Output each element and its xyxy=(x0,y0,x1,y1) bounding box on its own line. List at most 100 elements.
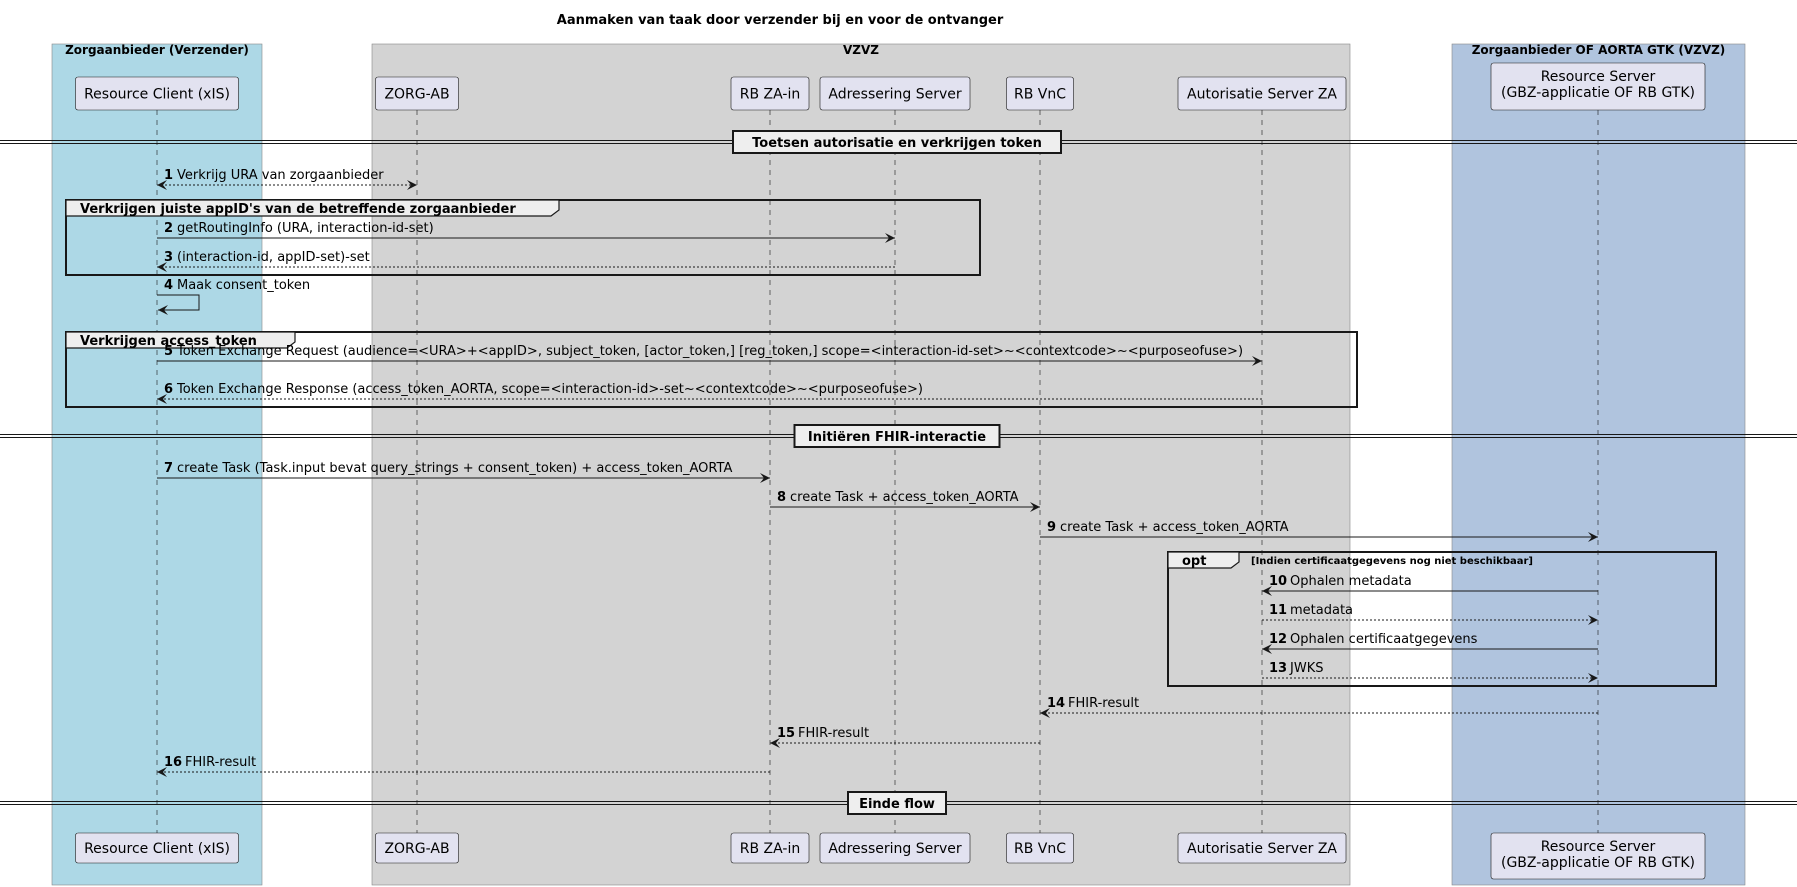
group-label: Verkrijgen juiste appID's van de betreff… xyxy=(80,202,516,217)
message-label: FHIR-result xyxy=(798,726,869,741)
diagram-title: Aanmaken van taak door verzender bij en … xyxy=(557,13,1004,28)
participant-box xyxy=(1177,76,1347,111)
message-number: 13 xyxy=(1269,661,1287,676)
message-label: Ophalen certificaatgegevens xyxy=(1290,632,1478,647)
message-number: 15 xyxy=(777,726,795,741)
group-guard: [Indien certificaatgegevens nog niet bes… xyxy=(1251,556,1533,567)
group-frame xyxy=(1167,551,1717,687)
participant-box xyxy=(1177,832,1347,864)
participant-label: Adressering Server xyxy=(828,841,961,857)
participant-rbza-top: RB ZA-in xyxy=(730,76,810,111)
message-number: 3 xyxy=(164,250,173,265)
participant-rbvnc-top: RB VnC xyxy=(1006,76,1074,111)
box-label-vzvz: VZVZ xyxy=(843,43,879,57)
message-number: 6 xyxy=(164,382,173,397)
participant-auth-bottom: Autorisatie Server ZA xyxy=(1177,832,1347,864)
box-label-receiver: Zorgaanbieder OF AORTA GTK (VZVZ) xyxy=(1472,43,1726,57)
participant-rbza-bottom: RB ZA-in xyxy=(730,832,810,864)
participant-label: RB ZA-in xyxy=(740,87,800,103)
message-number: 11 xyxy=(1269,603,1287,618)
message-label: FHIR-result xyxy=(1068,696,1139,711)
participant-box xyxy=(1490,832,1706,880)
participant-rs-top: Resource Server(GBZ-applicatie OF RB GTK… xyxy=(1490,62,1706,111)
message-number: 14 xyxy=(1047,696,1065,711)
message-label: getRoutingInfo (URA, interaction-id-set) xyxy=(177,221,434,236)
message-label: FHIR-result xyxy=(185,755,256,770)
participant-label: ZORG-AB xyxy=(384,841,449,857)
group-tab xyxy=(65,331,296,349)
divider-d1: Toetsen autorisatie en verkrijgen token xyxy=(0,130,1797,154)
participant-label: RB VnC xyxy=(1014,87,1066,103)
participant-box xyxy=(1006,76,1074,111)
group-label: Verkrijgen access_token xyxy=(80,334,257,349)
message-number: 9 xyxy=(1047,520,1056,535)
participant-label: Adressering Server xyxy=(828,87,961,103)
participant-label: ZORG-AB xyxy=(384,87,449,103)
box-label-sender: Zorgaanbieder (Verzender) xyxy=(65,43,249,57)
participant-box xyxy=(375,76,459,111)
message-number: 10 xyxy=(1269,574,1287,589)
message-3: 3 (interaction-id, appID-set)-set xyxy=(157,250,895,272)
participant-rc-bottom: Resource Client (xIS) xyxy=(75,832,239,864)
message-label: metadata xyxy=(1290,603,1353,618)
message-label: Token Exchange Request (audience=<URA>+<… xyxy=(176,344,1243,359)
participant-box xyxy=(75,832,239,864)
group-g2: Verkrijgen access_token xyxy=(65,331,1358,408)
divider-label: Initiëren FHIR-interactie xyxy=(808,430,986,445)
participant-label: Autorisatie Server ZA xyxy=(1187,87,1337,103)
participant-label: Resource Server xyxy=(1541,69,1656,85)
message-label: (interaction-id, appID-set)-set xyxy=(177,250,370,265)
divider-d3: Einde flow xyxy=(0,791,1797,815)
message-number: 4 xyxy=(164,278,173,293)
participant-label: (GBZ-applicatie OF RB GTK) xyxy=(1501,85,1695,101)
message-number: 16 xyxy=(164,755,182,770)
message-arrow xyxy=(157,294,200,315)
participant-label: Resource Server xyxy=(1541,839,1656,855)
message-8: 8 create Task + access_token_AORTA xyxy=(770,490,1040,512)
message-label: JWKS xyxy=(1289,661,1323,676)
participant-box xyxy=(819,76,971,111)
divider-label: Einde flow xyxy=(859,797,935,812)
group-frame xyxy=(65,331,1358,408)
divider-d2: Initiëren FHIR-interactie xyxy=(0,424,1797,448)
divider-box xyxy=(847,791,947,815)
message-label: Ophalen metadata xyxy=(1290,574,1412,589)
message-number: 8 xyxy=(777,490,786,505)
box-receiver xyxy=(1451,43,1746,886)
participant-box xyxy=(75,76,239,111)
participant-auth-top: Autorisatie Server ZA xyxy=(1177,76,1347,111)
message-2: 2 getRoutingInfo (URA, interaction-id-set… xyxy=(157,221,895,243)
message-label: create Task + access_token_AORTA xyxy=(790,490,1019,505)
participant-label: Autorisatie Server ZA xyxy=(1187,841,1337,857)
participant-box xyxy=(1490,62,1706,111)
participant-box xyxy=(1006,832,1074,864)
participant-box xyxy=(375,832,459,864)
message-label: Token Exchange Response (access_token_AO… xyxy=(176,382,923,397)
box-vzvz xyxy=(371,43,1351,886)
group-tab xyxy=(65,199,560,217)
message-number: 12 xyxy=(1269,632,1287,647)
participant-rbvnc-bottom: RB VnC xyxy=(1006,832,1074,864)
participant-box xyxy=(819,832,971,864)
message-number: 5 xyxy=(164,344,173,359)
group-g3: opt[Indien certificaatgegevens nog niet … xyxy=(1167,551,1717,687)
participant-zab-top: ZORG-AB xyxy=(375,76,459,111)
message-number: 2 xyxy=(164,221,173,236)
divider-box xyxy=(793,424,1001,448)
participant-label: Resource Client (xIS) xyxy=(84,87,230,103)
participant-label: RB VnC xyxy=(1014,841,1066,857)
participant-label: (GBZ-applicatie OF RB GTK) xyxy=(1501,855,1695,871)
divider-box xyxy=(732,130,1062,154)
